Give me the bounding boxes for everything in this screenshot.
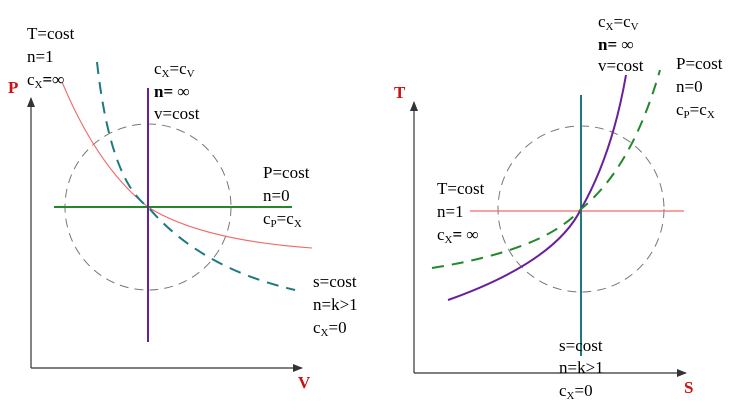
- ts-isothermal-line2: n=1: [437, 202, 464, 221]
- ts-isobaric-line1: P=cost: [676, 54, 723, 73]
- ts-isobaric-line3: cP=cX: [676, 100, 715, 121]
- ts-y-axis-label: T: [394, 83, 406, 102]
- ts-isobaric-label: P=cost n=0 cP=cX: [676, 54, 723, 121]
- pv-isochoric-line3: v=cost: [154, 104, 200, 123]
- pv-isochoric-line1: cX=cV: [154, 59, 195, 80]
- pv-isothermal-line2: n=1: [27, 47, 54, 66]
- pv-adiabatic-curve: [96, 61, 296, 291]
- pv-isobaric-line2: n=0: [263, 186, 290, 205]
- pv-adiabatic-line1: s=cost: [313, 272, 357, 291]
- ts-diagram: T S cX=cV n= ∞ v=cost P=cost n=0 cP=cX T…: [394, 12, 723, 402]
- ts-isochoric-line3: v=cost: [598, 56, 644, 75]
- ts-isobaric-curve: [431, 69, 661, 269]
- pv-isobaric-label: P=cost n=0 cP=cX: [263, 163, 310, 230]
- ts-adiabatic-line3: cX=0: [559, 381, 593, 402]
- pv-isothermal-line3: cX=∞: [27, 70, 64, 91]
- ts-adiabatic-line1: s=cost: [559, 336, 603, 355]
- ts-x-axis-label: S: [684, 378, 693, 397]
- ts-isochoric-label: cX=cV n= ∞ v=cost: [598, 12, 644, 75]
- ts-adiabatic-line2: n=k>1: [559, 358, 604, 377]
- ts-isothermal-line3: cX= ∞: [437, 225, 479, 246]
- pv-diagram: P V T=cost n=1 cX=∞ cX=cV n= ∞ v=cost P=…: [8, 24, 358, 392]
- ts-adiabatic-label: s=cost n=k>1 cX=0: [559, 336, 604, 402]
- pv-isobaric-line1: P=cost: [263, 163, 310, 182]
- pv-isochoric-line2: n= ∞: [154, 82, 190, 101]
- pv-y-axis-label: P: [8, 78, 18, 97]
- ts-isochoric-line2: n= ∞: [598, 35, 634, 54]
- ts-isobaric-line2: n=0: [676, 77, 703, 96]
- pv-isothermal-line1: T=cost: [27, 24, 75, 43]
- pv-adiabatic-line3: cX=0: [313, 318, 347, 339]
- pv-isochoric-label: cX=cV n= ∞ v=cost: [154, 59, 200, 123]
- pv-adiabatic-line2: n=k>1: [313, 295, 358, 314]
- ts-isothermal-line1: T=cost: [437, 179, 485, 198]
- pv-isobaric-line3: cP=cX: [263, 209, 302, 230]
- pv-isothermal-label: T=cost n=1 cX=∞: [27, 24, 75, 91]
- pv-x-axis-label: V: [298, 373, 311, 392]
- ts-isothermal-label: T=cost n=1 cX= ∞: [437, 179, 485, 246]
- pv-adiabatic-label: s=cost n=k>1 cX=0: [313, 272, 358, 339]
- ts-isochoric-line1: cX=cV: [598, 12, 639, 33]
